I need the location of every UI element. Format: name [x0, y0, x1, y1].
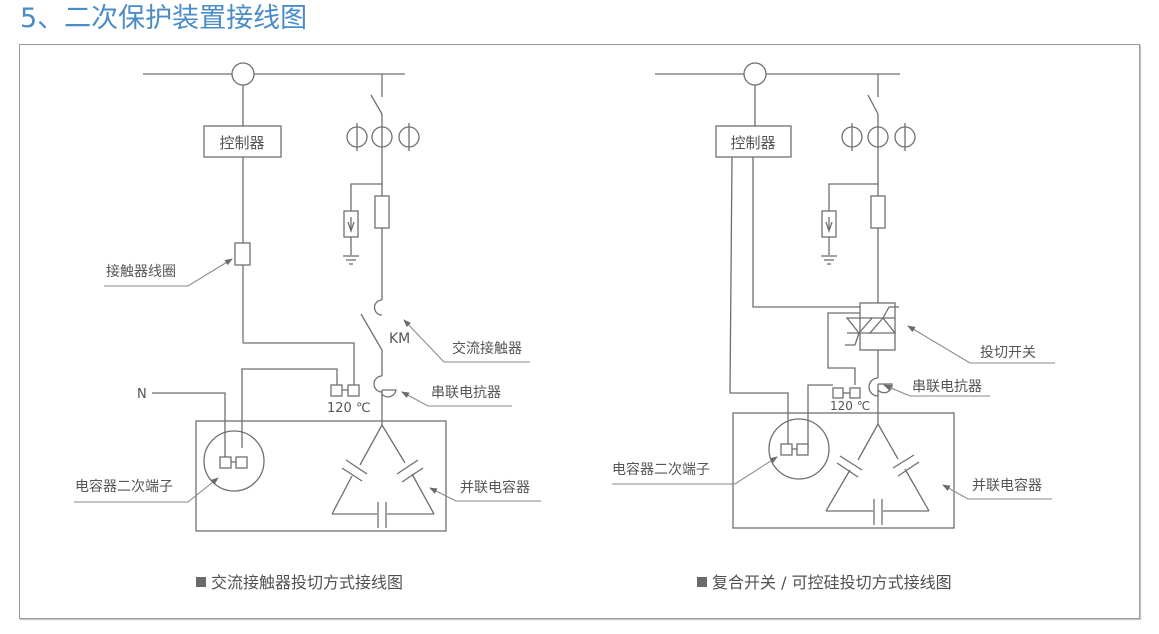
- current-transformers-icon: [346, 123, 420, 151]
- wire: [752, 157, 860, 308]
- square-bullet-icon: [697, 577, 707, 587]
- series-reactor-icon: [381, 389, 397, 398]
- contact-arc-icon: [373, 299, 383, 316]
- leader-line: [401, 391, 512, 407]
- parallel-capacitor-label: 并联电容器: [460, 479, 530, 496]
- fuse-icon: [870, 195, 886, 229]
- km-label: KM: [389, 331, 410, 347]
- disconnect-switch-icon: [867, 94, 879, 115]
- wire: [827, 312, 860, 385]
- current-transformer-icon: [743, 62, 767, 86]
- series-reactor-label: 串联电抗器: [912, 379, 982, 395]
- terminal-icon: [219, 456, 232, 469]
- wire: [350, 183, 382, 211]
- disconnect-switch-icon: [370, 94, 383, 115]
- leader-line: [942, 484, 1052, 500]
- current-transformers-icon: [841, 123, 916, 151]
- km-contact-icon: [360, 313, 383, 351]
- ground-icon: [821, 255, 837, 265]
- left-caption-text: 交流接触器投切方式接线图: [211, 573, 404, 592]
- parallel-capacitor-label: 并联电容器: [972, 477, 1042, 494]
- page-title: 5、二次保护装置接线图: [20, 3, 308, 34]
- wire: [729, 156, 789, 448]
- contactor-coil-label: 接触器线圈: [106, 263, 176, 280]
- leader-line: [612, 456, 778, 485]
- ac-contactor-label: 交流接触器: [452, 340, 522, 357]
- leader-line: [907, 325, 1055, 364]
- current-transformer-icon: [231, 62, 255, 86]
- arrow-down-icon: [825, 221, 833, 234]
- left-caption: 交流接触器投切方式接线图: [196, 569, 403, 593]
- wire: [241, 368, 338, 448]
- contactor-coil-icon: [234, 242, 251, 266]
- switch-label: 投切开关: [980, 345, 1036, 361]
- delta-capacitor-icon: [825, 423, 930, 525]
- neutral-wire: [152, 392, 226, 458]
- right-caption: 复合开关 / 可控硅投切方式接线图: [697, 569, 952, 593]
- leader-line: [429, 487, 541, 502]
- terminal-icon: [235, 456, 248, 469]
- right-diagram: 控制器: [612, 62, 1055, 529]
- series-reactor-icon: [868, 377, 879, 397]
- capacitor-box: [732, 412, 955, 529]
- capacitor-terminal-circle: [203, 430, 265, 492]
- series-reactor-label: 串联电抗器: [431, 385, 501, 401]
- temp-label: 120 ℃: [327, 401, 371, 416]
- leader-line: [403, 319, 530, 363]
- right-caption-text: 复合开关 / 可控硅投切方式接线图: [712, 573, 952, 592]
- thermal-switch-icon: [330, 384, 343, 397]
- diagram-frame: [19, 44, 1140, 619]
- thermal-switch-icon: [347, 384, 360, 397]
- controller-label: 控制器: [219, 134, 264, 152]
- leader-line: [74, 477, 219, 503]
- leader-line: [104, 258, 233, 287]
- controller-label: 控制器: [730, 134, 775, 152]
- capacitor-terminal-label: 电容器二次端子: [75, 478, 173, 495]
- wire: [828, 183, 878, 211]
- delta-capacitor-icon: [331, 424, 435, 528]
- ground-icon: [343, 255, 359, 265]
- capacitor-terminal-circle: [768, 418, 830, 480]
- leader-line: [883, 384, 990, 397]
- thermal-switch-icon: [849, 387, 861, 399]
- square-bullet-icon: [196, 577, 206, 587]
- thyristor-icon: [845, 306, 899, 346]
- terminal-icon: [796, 443, 809, 456]
- thermal-switch-icon: [832, 387, 844, 399]
- series-reactor-icon: [877, 383, 893, 394]
- neutral-label: N: [137, 387, 147, 402]
- series-reactor-icon: [373, 375, 383, 393]
- temp-label: 120 ℃: [830, 399, 870, 413]
- capacitor-box: [195, 420, 447, 532]
- terminal-icon: [780, 443, 793, 456]
- fuse-icon: [374, 195, 390, 229]
- capacitor-terminal-label: 电容器二次端子: [612, 461, 710, 478]
- controller-box: [715, 125, 792, 158]
- wire: [243, 342, 355, 385]
- controller-box: [203, 125, 282, 158]
- left-diagram: 控制器 接触器线圈 KM 交流: [74, 62, 541, 532]
- wire: [807, 384, 833, 448]
